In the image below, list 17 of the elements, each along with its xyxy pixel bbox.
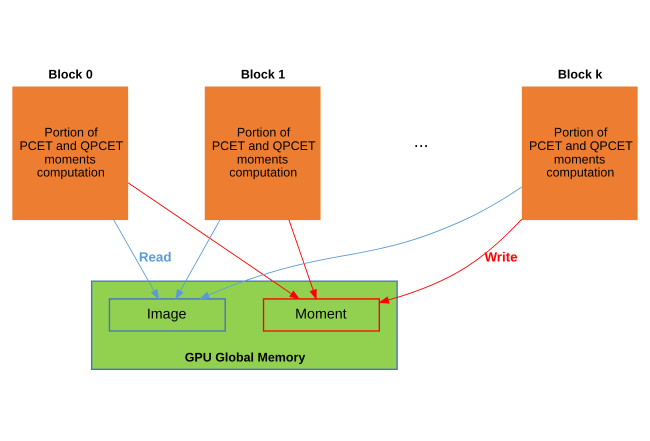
node-box: Portion of PCET and QPCET moments computation (204, 86, 321, 220)
node-box: Portion of PCET and QPCET moments computation (12, 86, 128, 220)
arrow (175, 218, 220, 300)
node-label: Block 0 (48, 67, 93, 82)
node-box: Portion of PCET and QPCET moments computation (522, 86, 638, 220)
arrow (378, 218, 522, 304)
arrow (198, 186, 522, 299)
edge-label: Write (484, 249, 518, 264)
node-box: Moment (262, 298, 380, 332)
arrow (128, 182, 300, 300)
arrow (288, 218, 317, 300)
label: ... (414, 130, 429, 151)
node-label: Block k (558, 67, 602, 82)
edge-label: Read (138, 249, 172, 264)
node-label: Block 1 (240, 67, 286, 82)
node-box: Image (108, 298, 226, 332)
arrow (113, 218, 160, 300)
